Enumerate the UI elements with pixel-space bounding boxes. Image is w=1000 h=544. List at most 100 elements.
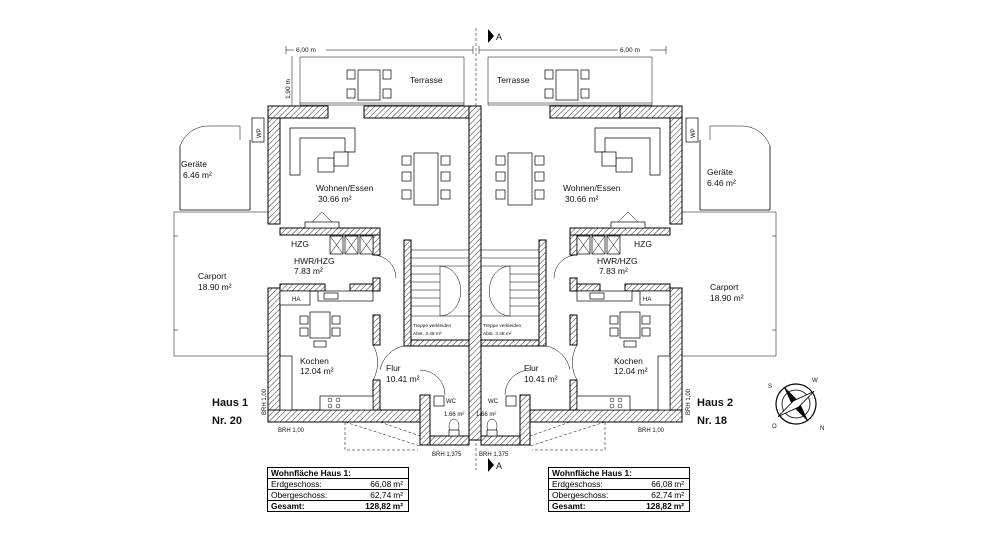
stairs-right: Treppe verkleiden Abst. 3.48 m² — [480, 249, 540, 337]
summary-title-row: Wohnfläche Haus 1: — [549, 468, 689, 479]
wc-area-right: 1.66 m² — [476, 412, 496, 418]
ha-label-left: HA — [292, 297, 300, 303]
summary-ground-unit: m² — [674, 479, 684, 489]
kitchen-area-right: 12.04 m² — [614, 366, 648, 376]
kitchen-right: HA Kochen 12.04 m² BRH 1,00 BRH 1,00 — [572, 290, 692, 434]
section-label-bottom: A — [496, 461, 502, 471]
compass-icon — [775, 383, 817, 425]
section-arrow-bottom-icon — [488, 458, 494, 472]
summary-upper-label: Obergeschoss: — [552, 490, 609, 500]
living-area-right: 30.66 m² — [565, 194, 599, 204]
compass-label-n: W — [812, 378, 818, 384]
carport-right: Carport 18.90 m² — [682, 211, 777, 357]
hall-left: Flur 10.41 m² — [379, 345, 420, 384]
terrace-right: Terrasse — [487, 56, 653, 106]
dimension-lines: 6,00 m 6,00 m 1,90 m — [285, 44, 667, 106]
carport-name-right: Carport — [710, 282, 739, 292]
hall-name-right: Flur — [524, 363, 539, 373]
shed-name-right: Geräte — [707, 167, 733, 177]
terrace-label-left: Terrasse — [410, 75, 443, 85]
brh-side-left: BRH 1,00 — [262, 388, 268, 415]
dimension-width-right: 6,00 m — [620, 47, 640, 54]
compass-label-e: N — [820, 426, 824, 432]
stair-note-left-1: Treppe verkleiden — [413, 323, 452, 329]
summary-total-value: 128,82 — [646, 501, 672, 511]
wc-name-right: WC — [488, 399, 499, 405]
stair-note-left-2: Abst. 3.48 m² — [413, 331, 442, 337]
house-name-left: Haus 1 — [212, 397, 248, 409]
entrance-canopy — [344, 421, 606, 451]
carport-area-right: 18.90 m² — [710, 293, 744, 303]
summary-total-label: Gesamt: — [271, 501, 305, 511]
summary-upper-unit: m² — [393, 490, 403, 500]
summary-upper-unit: m² — [674, 490, 684, 500]
living-name-right: Wohnen/Essen — [563, 183, 621, 193]
stair-note-right-2: Abst. 3.48 m² — [483, 331, 512, 337]
terrace-left: Terrasse — [299, 56, 465, 106]
section-label-top: A — [496, 32, 502, 42]
hall-area-right: 10.41 m² — [524, 374, 558, 384]
kitchen-name-right: Kochen — [614, 356, 643, 366]
summary-total-unit: m² — [392, 501, 403, 511]
utility-area-left: 7.83 m² — [294, 266, 323, 276]
walls — [267, 105, 683, 446]
summary-ground-unit: m² — [393, 479, 403, 489]
summary-ground-label: Erdgeschoss: — [271, 479, 322, 489]
brh-bottom-right: BRH 1,00 — [638, 428, 665, 434]
summary-title-row: Wohnfläche Haus 1: — [268, 468, 408, 479]
house-number-left: Nr. 20 — [212, 415, 242, 427]
utility-room-right: HZG HWR/HZG 7.83 m² — [553, 235, 652, 279]
stair-note-right-1: Treppe verkleiden — [483, 323, 522, 329]
shed-area-left: 6.46 m² — [183, 170, 212, 180]
heat-pump-label-right: WP — [691, 128, 697, 138]
living-area-left: 30.66 m² — [318, 194, 352, 204]
house-number-right: Nr. 18 — [697, 415, 727, 427]
shed-right: Geräte 6.46 m² — [699, 125, 771, 211]
section-arrow-top-icon — [488, 29, 494, 43]
stairs-left: Treppe verkleiden Abst. 3.48 m² — [410, 249, 470, 337]
kitchen-area-left: 12.04 m² — [300, 366, 334, 376]
dimension-width-left: 6,00 m — [296, 47, 316, 54]
wc-left: WC 1.66 m² BRH 1,375 — [419, 369, 464, 458]
shed-left: Geräte 6.46 m² — [179, 125, 251, 211]
kitchen-name-left: Kochen — [300, 356, 329, 366]
summary-upper-value: 62,74 — [370, 490, 392, 500]
heating-label-left: HZG — [291, 239, 309, 249]
summary-ground-value: 66,08 — [651, 479, 673, 489]
carport-name-left: Carport — [198, 271, 227, 281]
shed-area-right: 6.46 m² — [707, 178, 736, 188]
heat-pump-left: WP — [251, 117, 265, 143]
brh-bottom-left: BRH 1,00 — [278, 428, 305, 434]
dimension-depth: 1,90 m — [285, 79, 292, 99]
compass-label-w: O — [772, 424, 777, 430]
hall-name-left: Flur — [386, 363, 401, 373]
shed-name-left: Geräte — [181, 159, 207, 169]
brh-wc-right: BRH 1,375 — [479, 452, 509, 458]
carport-left: Carport 18.90 m² — [173, 211, 268, 357]
heat-pump-label-left: WP — [257, 128, 263, 138]
wc-right: WC 1.66 m² BRH 1,375 — [476, 369, 531, 458]
kitchen-left: HA Kochen 12.04 m² BRH 1,00 BRH 1,00 — [262, 290, 378, 434]
wc-name-left: WC — [446, 399, 457, 405]
summary-title: Wohnfläche Haus 1: — [552, 468, 632, 478]
house-name-right: Haus 2 — [697, 397, 733, 409]
summary-total-label: Gesamt: — [552, 501, 586, 511]
summary-title: Wohnfläche Haus 1: — [271, 468, 351, 478]
hall-area-left: 10.41 m² — [386, 374, 420, 384]
utility-area-right: 7.83 m² — [599, 266, 628, 276]
ha-label-right: HA — [643, 297, 651, 303]
summary-total-unit: m² — [673, 501, 684, 511]
hall-right: Flur 10.41 m² — [524, 345, 571, 384]
utility-name-left: HWR/HZG — [294, 256, 335, 266]
summary-ground-label: Erdgeschoss: — [552, 479, 603, 489]
summary-ground-value: 66,08 — [370, 479, 392, 489]
heating-label-right: HZG — [634, 239, 652, 249]
utility-room-left: HZG HWR/HZG 7.83 m² — [291, 235, 397, 279]
living-room-right: Wohnen/Essen 30.66 m² — [495, 127, 661, 229]
